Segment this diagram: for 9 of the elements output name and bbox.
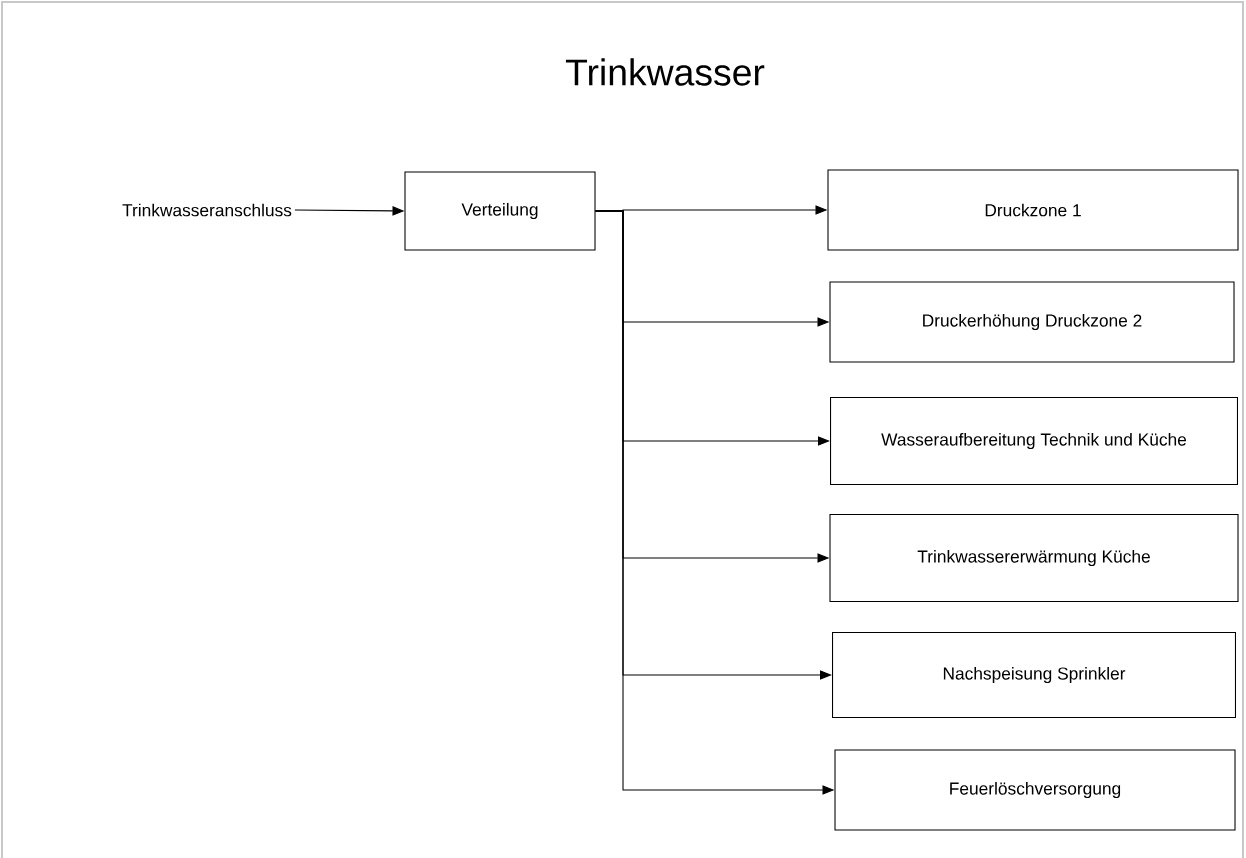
process-box: Wasseraufbereitung Technik und Küche [830,397,1238,485]
process-box: Druckzone 1 [827,169,1239,251]
process-box: Feuerlöschversorgung [834,749,1236,831]
process-box: Druckerhöhung Druckzone 2 [829,281,1235,363]
source-label: Trinkwasseranschluss [122,203,292,217]
title: Trinkwasser [565,58,765,86]
process-box: Verteilung [404,171,596,251]
process-box: Nachspeisung Sprinkler [832,631,1236,719]
process-box: Trinkwassererwärmung Küche [829,514,1239,602]
